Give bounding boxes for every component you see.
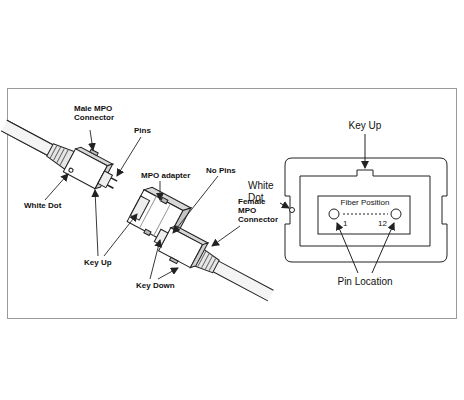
feature-label: Pin Location	[337, 276, 392, 288]
part-name: No Pins	[206, 166, 236, 175]
front-view	[280, 134, 447, 273]
leader-lines	[45, 130, 240, 279]
fiber-number: 12	[378, 219, 387, 228]
feature-label: Key Up	[349, 120, 382, 132]
female-connector	[150, 220, 279, 309]
face-label: Fiber Position	[341, 198, 390, 207]
feature-label: Key Down	[136, 281, 175, 290]
part-name: Male MPO Connector	[74, 104, 120, 122]
part-name: White Dot	[24, 201, 61, 210]
part-name: MPO adapter	[141, 171, 190, 180]
part-name: Pins	[134, 126, 151, 135]
fiber-number: 1	[343, 219, 347, 228]
feature-label: Key Up	[84, 258, 112, 267]
frame	[8, 89, 457, 319]
feature-label: White Dot	[248, 180, 280, 203]
